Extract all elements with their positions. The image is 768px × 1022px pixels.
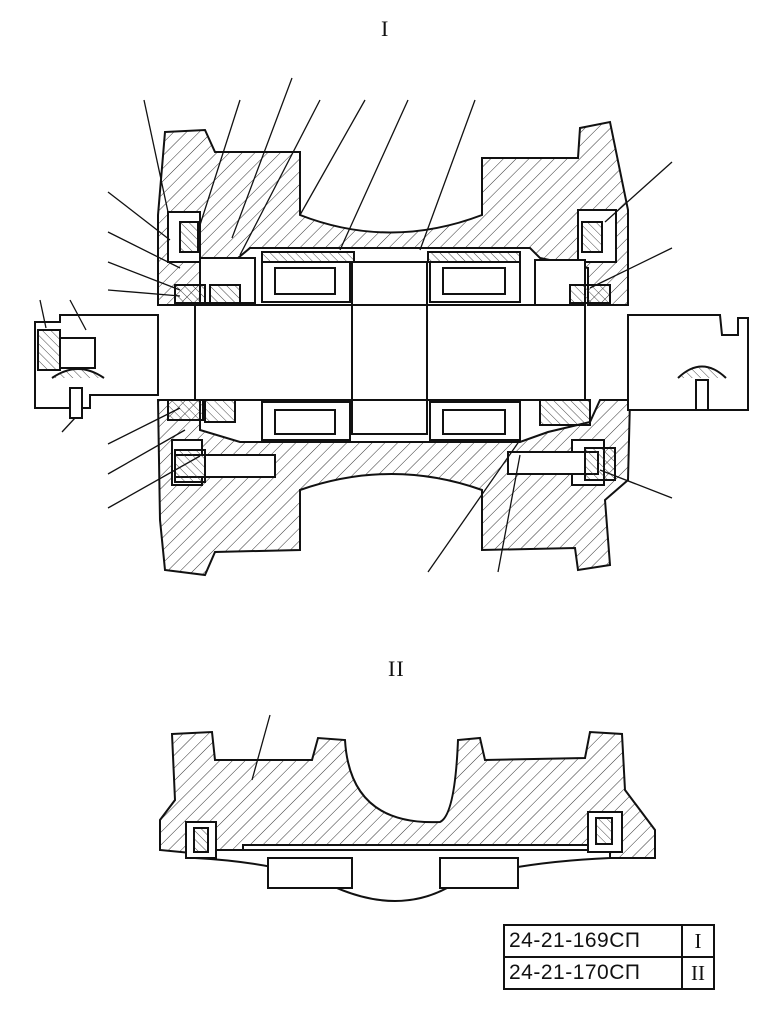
seal-left-lower xyxy=(167,399,204,421)
section-view-1 xyxy=(34,77,749,577)
roller-body-lower xyxy=(156,399,632,577)
seal-right-lower xyxy=(539,399,591,426)
legend-code: 24-21-170СП xyxy=(503,956,683,990)
pin-right xyxy=(695,379,709,411)
view-label-2: II xyxy=(388,656,405,681)
bearing-left-view-2 xyxy=(267,857,353,889)
legend-row: 24-21-169СП I xyxy=(503,924,715,958)
legend-row: 24-21-170СП II xyxy=(503,956,715,990)
legend-table: 24-21-169СП I 24-21-170СП II xyxy=(503,924,715,990)
section-view-2 xyxy=(159,714,656,902)
roller-body-view-2 xyxy=(159,730,656,860)
bolt-head-left xyxy=(37,329,61,371)
view-label-1: I xyxy=(381,16,390,41)
shaft-end-right xyxy=(627,314,749,411)
shaft-center-sleeve xyxy=(351,261,428,435)
bearing-right-view-2 xyxy=(439,857,519,889)
bottom-profile-view-2 xyxy=(194,849,611,902)
legend-view: II xyxy=(681,956,715,990)
pin-left xyxy=(69,387,83,419)
leader-lines xyxy=(39,77,673,573)
roller-body-upper xyxy=(157,120,629,306)
legend-view: I xyxy=(681,924,715,958)
legend-code: 24-21-169СП xyxy=(503,924,683,958)
